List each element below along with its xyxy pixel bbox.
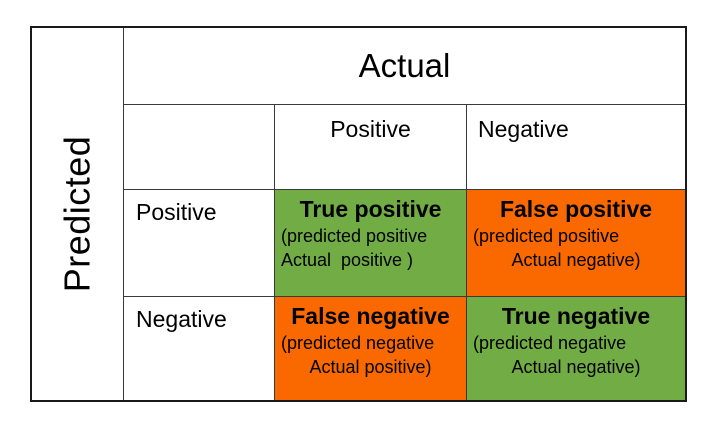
row-header-positive: Positive [124, 190, 275, 297]
col-header-negative: Negative [467, 105, 685, 190]
corner-empty-cell [124, 105, 275, 190]
predicted-axis-cell: Predicted [32, 28, 124, 400]
true-negative-subtext-line2: Actual negative) [511, 357, 641, 377]
false-negative-title: False negative [291, 303, 450, 329]
cell-false-positive: False positive (predicted positive Actua… [467, 190, 685, 297]
true-positive-subtext-line1: (predicted positive [281, 226, 428, 246]
cell-true-positive: True positive (predicted positive Actual… [275, 190, 467, 297]
true-positive-subtext-line2: Actual positive ) [281, 250, 414, 270]
cell-true-negative: True negative (predicted negative Actual… [467, 297, 685, 400]
true-negative-subtext-line1: (predicted negative [473, 333, 627, 353]
false-positive-subtext-line1: (predicted positive [473, 226, 620, 246]
true-negative-title: True negative [501, 303, 651, 329]
cell-false-negative: False negative (predicted negative Actua… [275, 297, 467, 400]
row-header-negative: Negative [124, 297, 275, 400]
false-negative-subtext-line2: Actual positive) [309, 357, 432, 377]
true-positive-title: True positive [299, 196, 442, 222]
col-header-positive: Positive [275, 105, 467, 190]
false-negative-subtext-line1: (predicted negative [281, 333, 435, 353]
false-positive-subtext-line2: Actual negative) [511, 250, 641, 270]
predicted-axis-label: Predicted [56, 135, 98, 293]
confusion-matrix-table: Predicted Actual Positive Negative Posit… [30, 26, 687, 402]
false-positive-title: False positive [499, 196, 653, 222]
actual-axis-label: Actual [124, 28, 685, 105]
